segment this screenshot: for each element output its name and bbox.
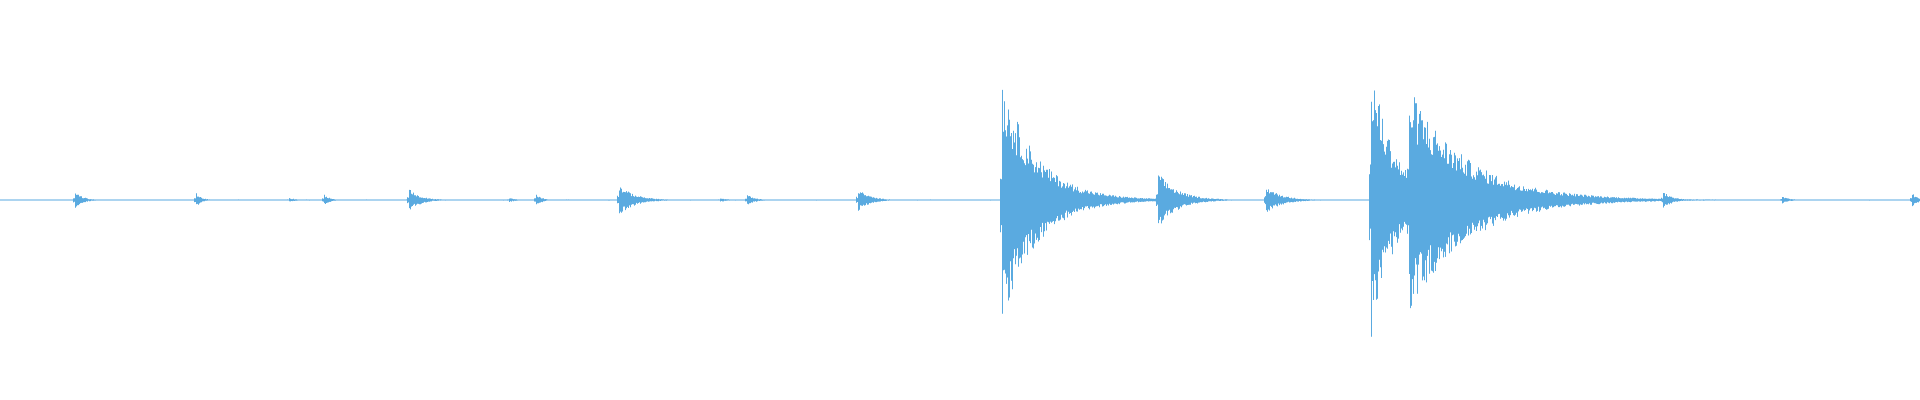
- waveform-signal: [0, 89, 1920, 337]
- waveform-bars: [0, 89, 1920, 337]
